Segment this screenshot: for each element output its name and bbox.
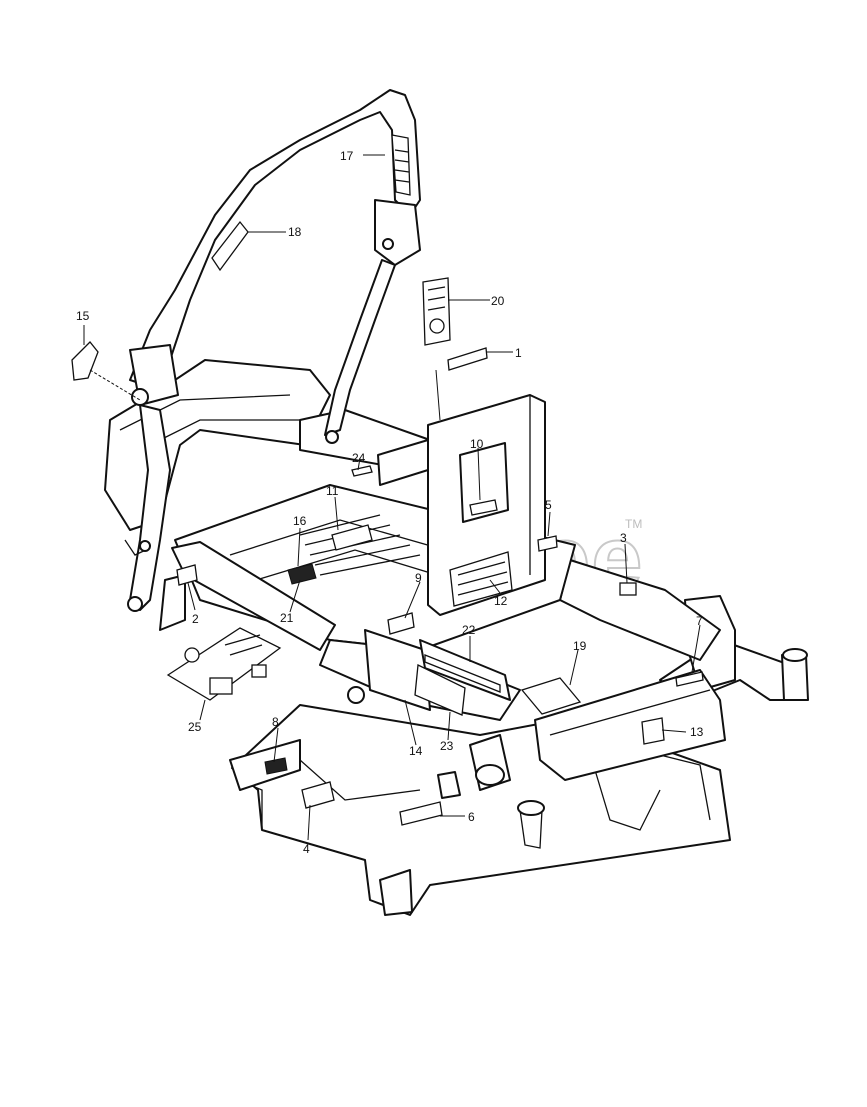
leader-lines [83,154,701,841]
decal-19 [520,677,582,715]
decal-24 [351,465,373,477]
callout-4: 4 [303,842,310,856]
decal-13 [641,717,665,745]
callout-13: 13 [690,725,704,739]
callout-15: 15 [76,309,90,323]
decal-2 [176,564,198,586]
callout-11: 11 [326,484,339,498]
callout-9: 9 [415,571,422,585]
decal-5 [537,535,558,552]
rops-bar [124,89,421,612]
decal-10 [469,499,498,516]
callout-19: 19 [573,639,587,653]
decal-8 [264,757,288,775]
callout-numbers: 1 2 3 4 5 6 7 8 9 10 11 12 13 14 15 16 1… [76,149,704,856]
control-strips [364,629,511,716]
callout-5: 5 [545,498,552,512]
decal-25 [166,627,282,701]
callout-23: 23 [440,739,454,753]
decal-4 [301,781,335,809]
decal-9 [387,612,415,635]
decal-11 [331,524,373,551]
callout-20: 20 [491,294,505,308]
callout-16: 16 [293,514,307,528]
callout-3: 3 [620,531,627,545]
decal-15 [71,341,99,381]
decal-1 [447,347,488,371]
watermark-trademark: TM [625,517,642,531]
callout-25: 25 [188,720,202,734]
callout-1: 1 [515,346,522,360]
callout-24: 24 [352,451,366,465]
callout-14: 14 [409,744,423,758]
callout-6: 6 [468,810,475,824]
decal-3 [619,582,637,596]
decal-6 [399,801,443,826]
callout-18: 18 [288,225,302,239]
callout-10: 10 [470,437,484,451]
decal-7 [675,671,704,687]
decal-16 [287,563,317,585]
callout-22: 22 [462,623,476,637]
callout-12: 12 [494,594,508,608]
decals [71,220,704,826]
callout-17: 17 [340,149,354,163]
callout-21: 21 [280,611,294,625]
callout-8: 8 [272,715,279,729]
callout-7: 7 [696,614,703,628]
callout-2: 2 [192,612,199,626]
